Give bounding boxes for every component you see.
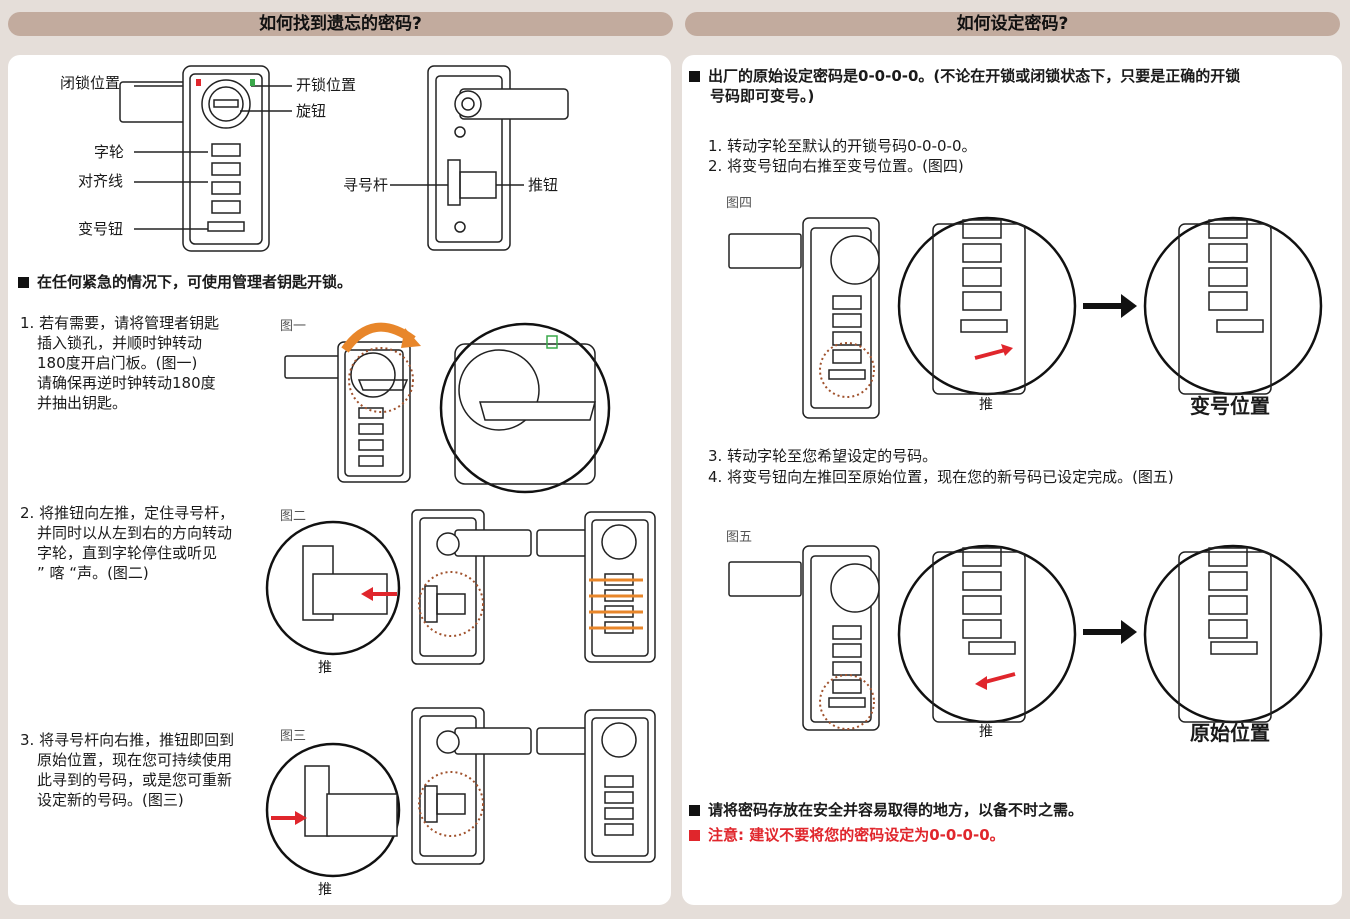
step1-line1: 1. 若有需要，请将管理者钥匙 [20, 314, 220, 332]
label-push-button: 推钮 [528, 176, 559, 194]
step3-line2: 原始位置，现在您可持续使用 [37, 751, 233, 769]
factory-note-line2: 号码即可变号。) [710, 87, 815, 105]
right-section-header: 如何设定密码? [685, 12, 1340, 36]
bullet-square-red [689, 830, 700, 841]
step1-line3: 180度开启门板。(图一) [37, 354, 198, 372]
figure4-label: 图四 [726, 196, 753, 211]
figure4-diagram [728, 216, 1323, 419]
emergency-note-text: 在任何紧急的情况下，可使用管理者钥匙开锁。 [37, 273, 353, 291]
figure2-diagram [265, 509, 656, 665]
right-panel [682, 55, 1342, 905]
step-r2: 2. 将变号钮向右推至变号位置。(图四) [708, 157, 964, 175]
step3-line1: 3. 将寻号杆向右推，推钮即回到 [20, 731, 235, 749]
figure3-push-label: 推 [318, 882, 332, 898]
figure3-label: 图三 [280, 729, 307, 744]
lock-back-diagram [390, 65, 569, 251]
figure1-key-lock [284, 322, 611, 494]
storage-note-text: 请将密码存放在安全并容易取得的地方，以备不时之需。 [708, 801, 1084, 819]
figure4-push-label: 推 [979, 397, 993, 413]
step2-line1: 2. 将推钮向左推，定住寻号杆， [20, 504, 235, 522]
label-locked-position: 闭锁位置 [60, 74, 121, 92]
label-change-button: 变号钮 [78, 220, 124, 238]
warning-note-text: 注意: 建议不要将您的密码设定为0-0-0-0。 [708, 826, 1005, 844]
label-knob: 旋钮 [296, 102, 327, 120]
warning-note: 注意: 建议不要将您的密码设定为0-0-0-0。 [689, 825, 1005, 845]
factory-note-text: 出厂的原始设定密码是0-0-0-0。(不论在开锁或闭锁状态下，只要是正确的开锁 [708, 67, 1241, 85]
figure5-diagram [728, 544, 1323, 731]
label-alignment-line: 对齐线 [78, 172, 124, 190]
step1-line4: 请确保再逆时钟转动180度 [37, 374, 216, 392]
label-unlocked-position: 开锁位置 [296, 76, 357, 94]
figure1-label: 图一 [280, 319, 307, 334]
figure5-push-label: 推 [979, 724, 993, 740]
label-search-rod: 寻号杆 [343, 176, 389, 194]
figure5-result-label: 原始位置 [1190, 721, 1270, 745]
bullet-square [689, 71, 700, 82]
bullet-square [18, 277, 29, 288]
step-r3: 3. 转动字轮至您希望设定的号码。 [708, 447, 938, 465]
lock-front-diagram [119, 65, 292, 252]
factory-note-line1: 出厂的原始设定密码是0-0-0-0。(不论在开锁或闭锁状态下，只要是正确的开锁 [689, 66, 1240, 86]
step-r1: 1. 转动字轮至默认的开锁号码0-0-0-0。 [708, 137, 977, 155]
step2-line3: 字轮，直到字轮停住或听见 [37, 544, 218, 562]
figure2-push-label: 推 [318, 660, 332, 676]
step1-line5: 并抽出钥匙。 [37, 394, 128, 412]
step1-line2: 插入锁孔，并顺时钟转动 [37, 334, 203, 352]
figure2-label: 图二 [280, 509, 307, 524]
figure5-label: 图五 [726, 530, 753, 545]
emergency-note: 在任何紧急的情况下，可使用管理者钥匙开锁。 [18, 272, 352, 292]
left-section-header: 如何找到遗忘的密码? [8, 12, 673, 36]
figure3-diagram [265, 707, 656, 878]
step-r4: 4. 将变号钮向左推回至原始位置，现在您的新号码已设定完成。(图五) [708, 468, 1174, 486]
label-dials: 字轮 [94, 143, 125, 161]
step2-line4: ” 喀 “声。(图二) [37, 564, 149, 582]
figure4-result-label: 变号位置 [1190, 394, 1270, 418]
step2-line2: 并同时以从左到右的方向转动 [37, 524, 233, 542]
bullet-square [689, 805, 700, 816]
step3-line3: 此寻到的号码，或是您可重新 [37, 771, 233, 789]
step3-line4: 设定新的号码。(图三) [37, 791, 184, 809]
storage-note: 请将密码存放在安全并容易取得的地方，以备不时之需。 [689, 800, 1083, 820]
